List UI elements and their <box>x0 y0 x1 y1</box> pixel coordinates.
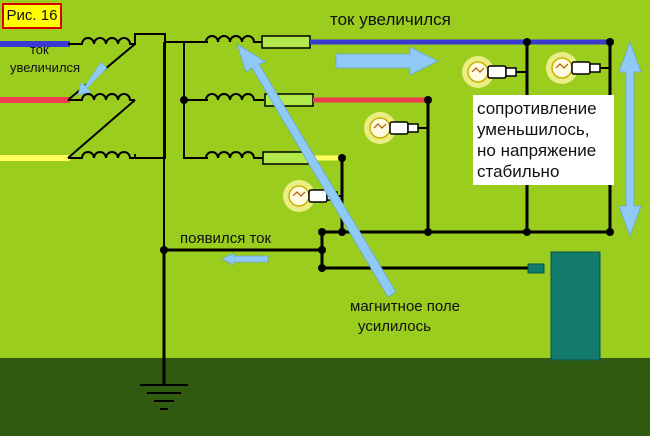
equipment-terminal <box>527 263 545 274</box>
junction-dots <box>160 228 614 272</box>
lamp-icon <box>462 56 517 88</box>
current-increased-small-label-1: ток <box>30 42 49 57</box>
resistance-note-box: сопротивление уменьшилось, но напряжение… <box>473 95 614 185</box>
magnetic-field-label-2: усилилось <box>358 318 431 335</box>
small-transformer <box>0 33 166 161</box>
appeared-current-arrow <box>221 252 269 266</box>
lamp-icon <box>364 112 419 144</box>
ground-strip <box>0 358 650 436</box>
current-arrow-right <box>335 46 439 76</box>
voltage-arrow-vertical <box>618 40 642 238</box>
magnetic-field-arrow <box>236 43 397 298</box>
resistance-note-line-3: но напряжение <box>477 141 597 160</box>
current-increased-label: ток увеличился <box>330 10 451 29</box>
current-appeared-label: появился ток <box>180 230 272 247</box>
lamp-icon <box>546 52 601 84</box>
small-current-arrow <box>77 61 108 96</box>
lamp-icon <box>283 180 338 212</box>
fuse-a <box>261 35 311 49</box>
resistance-note-line-4: стабильно <box>477 162 560 181</box>
equipment-body <box>550 251 601 361</box>
resistance-note-line-2: уменьшилось, <box>477 120 590 139</box>
magnetic-field-label-1: магнитное поле <box>350 298 461 315</box>
figure-label: Рис. 16 <box>2 3 62 29</box>
resistance-note-line-1: сопротивление <box>477 99 597 118</box>
current-increased-small-label-2: увеличился <box>10 60 81 75</box>
ground-icon <box>140 384 188 410</box>
